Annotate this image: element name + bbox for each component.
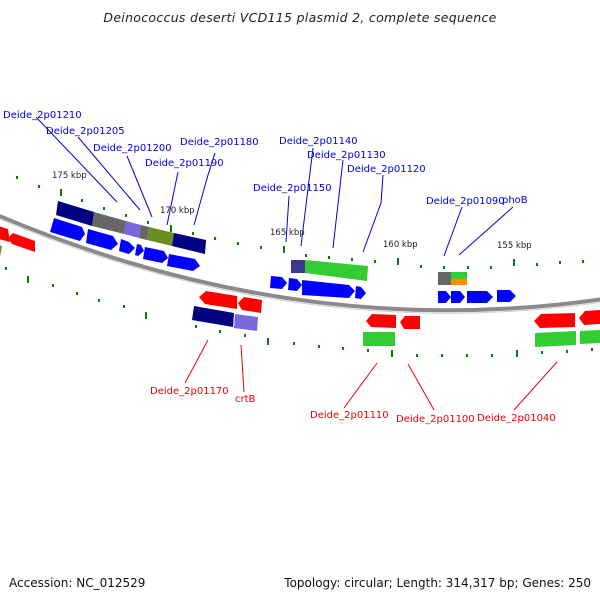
gene-label[interactable]: Deide_2p01040 — [477, 413, 556, 424]
gene-label[interactable]: phoB — [502, 195, 528, 206]
gene-label[interactable]: Deide_2p01210 — [3, 110, 82, 121]
gene-label[interactable]: Deide_2p01190 — [145, 158, 224, 169]
inner-ticks — [5, 267, 593, 357]
map-title: Deinococcus deserti VCD115 plasmid 2, co… — [103, 10, 497, 25]
cds-arrow[interactable] — [199, 291, 237, 309]
gene-label[interactable]: Deide_2p01170 — [150, 386, 229, 397]
tick-label: 155 kbp — [497, 241, 532, 251]
gene-label[interactable]: Deide_2p01130 — [307, 150, 386, 161]
reverse-leader-lines — [184, 339, 558, 411]
cog-feature[interactable] — [305, 260, 368, 281]
cds-arrow[interactable] — [497, 290, 516, 302]
gene-label[interactable]: Deide_2p01205 — [46, 126, 125, 137]
cds-arrow[interactable] — [8, 233, 35, 252]
gene-label[interactable]: Deide_2p01100 — [396, 414, 475, 425]
cds-arrow[interactable] — [438, 291, 451, 303]
cds-arrow[interactable] — [355, 286, 366, 299]
cog-feature[interactable] — [172, 233, 206, 254]
tick-label: 160 kbp — [383, 240, 418, 250]
cds-arrow[interactable] — [302, 280, 355, 298]
cds-arrow[interactable] — [288, 278, 302, 291]
cog-feature[interactable] — [451, 272, 467, 279]
cog-feature[interactable] — [56, 201, 94, 226]
cog-feature[interactable] — [291, 260, 305, 273]
cog-features-reverse — [0, 244, 600, 347]
tick-label: 165 kbp — [270, 228, 305, 238]
cds-arrow[interactable] — [451, 291, 465, 303]
cog-feature[interactable] — [0, 244, 2, 257]
tick-label: 175 kbp — [52, 171, 87, 181]
cds-forward — [50, 218, 516, 303]
accession-text: Accession: NC_012529 — [9, 576, 146, 590]
summary-text: Topology: circular; Length: 314,317 bp; … — [284, 576, 591, 590]
cds-arrow[interactable] — [143, 247, 168, 263]
cog-feature[interactable] — [451, 279, 467, 285]
cds-arrow[interactable] — [238, 297, 262, 313]
cds-arrow[interactable] — [270, 276, 287, 289]
cds-arrow[interactable] — [167, 254, 200, 271]
gene-label[interactable]: Deide_2p01150 — [253, 183, 332, 194]
cog-feature[interactable] — [580, 330, 600, 344]
cds-arrow[interactable] — [50, 218, 85, 241]
backbone-arc — [0, 214, 600, 313]
cog-feature[interactable] — [124, 221, 141, 238]
cds-arrow[interactable] — [366, 314, 396, 328]
cds-arrow[interactable] — [0, 225, 10, 242]
cog-feature[interactable] — [234, 314, 258, 331]
cog-feature[interactable] — [438, 272, 451, 285]
gene-label[interactable]: Deide_2p01110 — [310, 410, 389, 421]
cds-arrow[interactable] — [579, 310, 600, 325]
cog-feature[interactable] — [139, 225, 149, 240]
gene-label[interactable]: Deide_2p01180 — [180, 137, 259, 148]
cds-arrow[interactable] — [534, 313, 575, 328]
cog-feature[interactable] — [147, 227, 174, 246]
cds-arrow[interactable] — [135, 244, 144, 256]
cds-arrow[interactable] — [119, 239, 135, 254]
gene-label[interactable]: crtB — [235, 394, 256, 405]
cog-features-forward — [56, 201, 467, 285]
cds-arrow[interactable] — [400, 316, 420, 329]
cds-reverse — [0, 225, 600, 329]
gene-label[interactable]: Deide_2p01090 — [426, 196, 505, 207]
cog-feature[interactable] — [535, 331, 576, 347]
cds-arrow[interactable] — [86, 229, 118, 250]
gene-label[interactable]: Deide_2p01120 — [347, 164, 426, 175]
gene-label[interactable]: Deide_2p01200 — [93, 143, 172, 154]
cog-feature[interactable] — [363, 332, 395, 346]
gene-label[interactable]: Deide_2p01140 — [279, 136, 358, 147]
tick-label: 170 kbp — [160, 206, 195, 216]
cds-arrow[interactable] — [467, 291, 493, 303]
forward-leader-lines — [35, 116, 514, 257]
cog-feature[interactable] — [192, 306, 234, 327]
outer-ticks — [16, 176, 584, 269]
cog-feature[interactable] — [92, 212, 126, 234]
